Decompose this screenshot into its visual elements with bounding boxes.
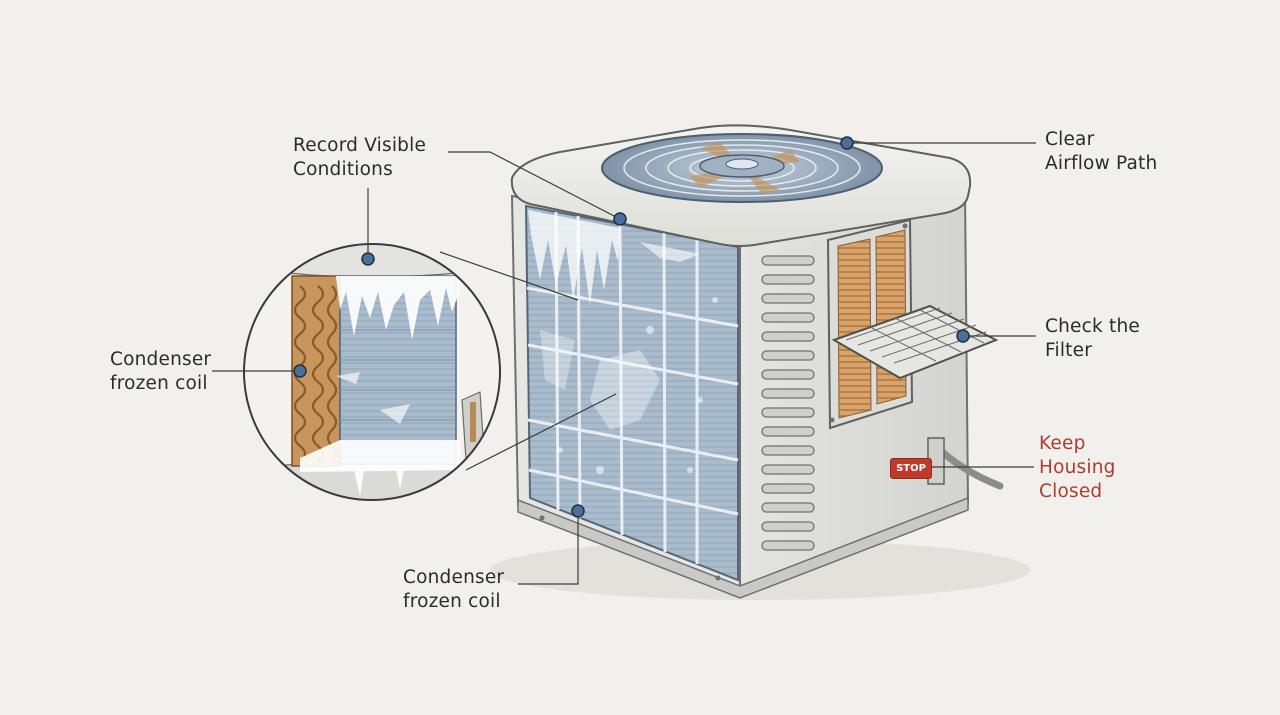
label-condenser-frozen-coil-left: Condenser frozen coil [110,348,211,396]
panel-screws [539,223,908,581]
marker-record-zoom [361,252,375,266]
label-coil-left-line1: Condenser [110,349,212,370]
zoom-inset [243,243,501,501]
label-keep-line3: Closed [1039,481,1103,502]
label-keep-line1: Keep [1039,433,1086,454]
zoom-inset-border [243,243,501,501]
label-record-line2: Conditions [293,159,393,180]
label-keep-line2: Housing [1039,457,1116,478]
label-record-line1: Record Visible [293,135,427,156]
label-coil-bottom-line2: frozen coil [403,591,501,612]
label-keep-housing-closed: Keep Housing Closed [1039,432,1116,504]
marker-coil-bottom [571,504,585,518]
callout-markers [293,136,970,518]
label-filter-line1: Check the [1045,316,1140,337]
label-airflow-line2: Airflow Path [1045,153,1158,174]
leader-record [448,151,621,220]
side-vent-slots [761,255,815,551]
zoom-connector-lines [439,251,617,471]
ac-unit [510,124,1004,599]
leader-coil-bottom [518,511,579,585]
label-coil-bottom-line1: Condenser [403,567,505,588]
label-condenser-frozen-coil-bottom: Condenser frozen coil [403,566,504,614]
unit-base [517,496,969,599]
stop-badge: STOP [890,458,932,479]
label-coil-left-line2: frozen coil [110,373,208,394]
front-coil-grille [524,204,739,582]
marker-record [613,212,627,226]
label-check-the-filter: Check the Filter [1045,315,1140,363]
marker-coil-left [293,364,307,378]
marker-filter [956,329,970,343]
filter-tray [831,304,999,380]
ice-buildup [300,276,460,496]
label-airflow-line1: Clear [1045,129,1095,150]
label-record-visible-conditions: Record Visible Conditions [293,134,426,182]
marker-airflow [840,136,854,150]
leader-lines [212,142,1036,585]
fan-grille [601,133,883,203]
label-clear-airflow-path: Clear Airflow Path [1045,128,1157,176]
label-filter-line2: Filter [1045,340,1093,361]
